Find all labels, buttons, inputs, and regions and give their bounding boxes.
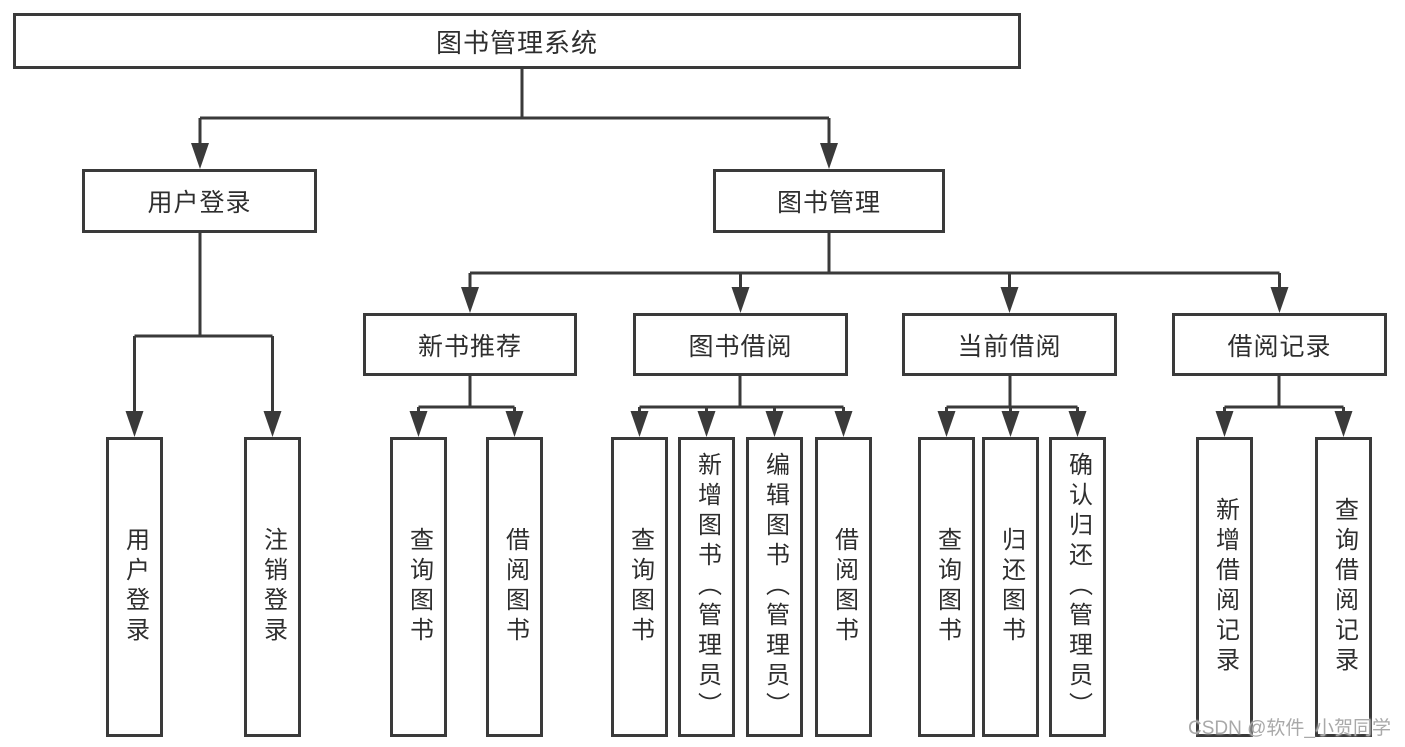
node-label: 借阅记录 (1227, 332, 1332, 361)
node-borrowing-records: 借阅记录 (1172, 313, 1387, 376)
node-book-borrowing: 图书借阅 (633, 313, 848, 376)
leaf-confirm-return-admin: 确认归还（管理员） (1049, 437, 1106, 737)
leaf-label: 新增借阅记录 (1211, 497, 1239, 677)
leaf-borrow-books-recommend: 借阅图书 (486, 437, 543, 737)
leaf-label: 确认归还（管理员） (1064, 452, 1092, 722)
node-book-management: 图书管理 (713, 169, 945, 233)
node-library-management-system: 图书管理系统 (13, 13, 1021, 69)
node-current-borrowing: 当前借阅 (902, 313, 1117, 376)
leaf-borrow-books: 借阅图书 (815, 437, 872, 737)
leaf-label: 新增图书（管理员） (693, 452, 721, 722)
leaf-label: 注销登录 (259, 527, 287, 647)
leaf-query-books-borrow: 查询图书 (611, 437, 668, 737)
leaf-label: 用户登录 (121, 527, 149, 647)
node-user-login: 用户登录 (82, 169, 317, 233)
node-label: 当前借阅 (957, 332, 1062, 361)
leaf-query-books-current: 查询图书 (918, 437, 975, 737)
leaf-user-login: 用户登录 (106, 437, 163, 737)
leaf-label: 查询图书 (933, 527, 961, 647)
leaf-return-books: 归还图书 (982, 437, 1039, 737)
leaf-logout: 注销登录 (244, 437, 301, 737)
leaf-label: 借阅图书 (830, 527, 858, 647)
node-label: 图书管理系统 (435, 27, 598, 58)
leaf-label: 查询图书 (626, 527, 654, 647)
leaf-add-borrow-record: 新增借阅记录 (1196, 437, 1253, 737)
node-label: 用户登录 (147, 189, 252, 217)
node-label: 图书管理 (776, 189, 881, 217)
node-label: 图书借阅 (688, 332, 793, 361)
leaf-query-borrow-record: 查询借阅记录 (1315, 437, 1372, 737)
leaf-query-books-recommend: 查询图书 (390, 437, 447, 737)
leaf-label: 编辑图书（管理员） (761, 452, 789, 722)
leaf-edit-books-admin: 编辑图书（管理员） (746, 437, 803, 737)
leaf-label: 查询图书 (405, 527, 433, 647)
leaf-label: 借阅图书 (501, 527, 529, 647)
leaf-label: 归还图书 (997, 527, 1025, 647)
leaf-label: 查询借阅记录 (1330, 497, 1358, 677)
node-label: 新书推荐 (417, 332, 522, 361)
leaf-add-books-admin: 新增图书（管理员） (678, 437, 735, 737)
node-new-book-recommendation: 新书推荐 (363, 313, 577, 376)
csdn-watermark: CSDN @软件_小贺同学 (1188, 718, 1391, 739)
